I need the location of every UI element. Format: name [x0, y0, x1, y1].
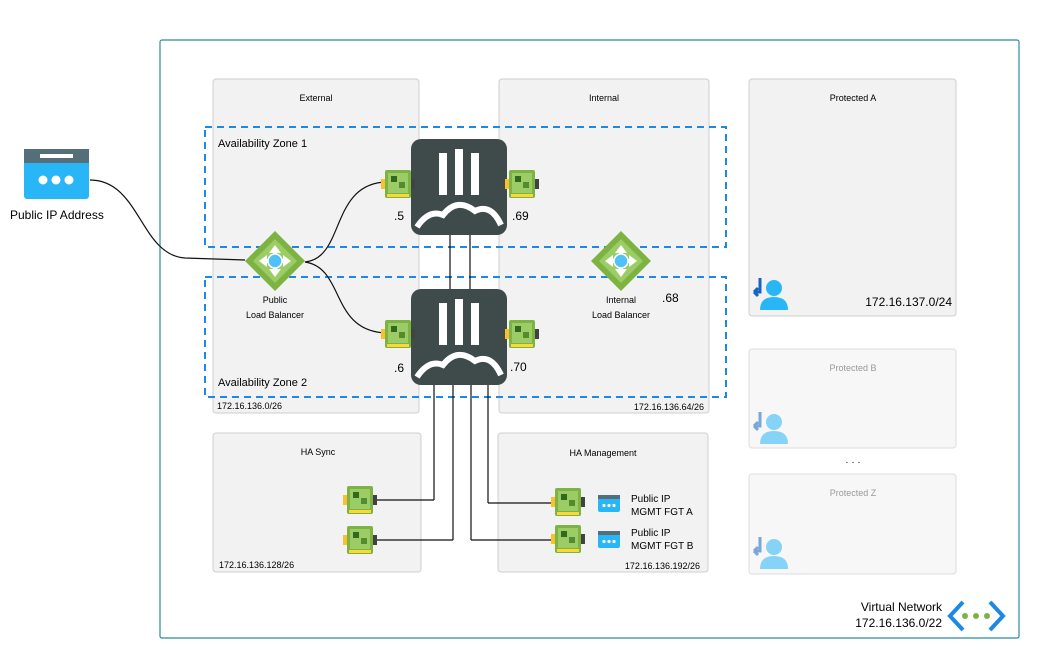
mgmt-public-ip-b-icon — [598, 531, 620, 548]
mgmt-a-line2: MGMT FGT A — [631, 507, 693, 518]
internal-lb-line2: Load Balancer — [592, 310, 650, 320]
ha-mgmt-nic-a-icon — [551, 488, 585, 516]
availability-zone-2 — [204, 276, 727, 398]
mgmt-b-line2: MGMT FGT B — [631, 541, 694, 552]
mgmt-public-ip-a-icon — [598, 495, 620, 512]
subnet-protected-z — [748, 473, 957, 575]
subnet-protected-b — [748, 348, 957, 449]
vnet-title: Virtual Network — [861, 600, 943, 614]
ha-management-title: HA Management — [569, 448, 637, 458]
fgt-b-external-ip: .6 — [394, 361, 404, 375]
internal-cidr: 172.16.136.64/26 — [634, 402, 704, 412]
vnet-cidr: 172.16.136.0/22 — [855, 616, 942, 630]
internal-title: Internal — [589, 93, 619, 103]
fgt-a-external-ip: .5 — [394, 209, 404, 223]
fgt-b-external-nic-icon — [381, 320, 415, 348]
mgmt-b-line1: Public IP — [631, 528, 671, 539]
subnet-protected-a — [748, 78, 957, 317]
ha-sync-cidr: 172.16.136.128/26 — [219, 560, 294, 570]
internal-lb-ip: .68 — [662, 291, 679, 305]
fgt-b-internal-ip: .70 — [510, 360, 527, 374]
fgt-a-internal-nic-icon — [505, 170, 539, 198]
ha-sync-nic-b-icon — [343, 526, 377, 554]
ha-sync-nic-a-icon — [343, 486, 377, 514]
public-lb-line2: Load Balancer — [246, 310, 304, 320]
protected-a-title: Protected A — [830, 93, 877, 103]
protected-z-title: Protected Z — [830, 488, 877, 498]
fortigate-b-icon — [411, 289, 507, 385]
public-ip-label: Public IP Address — [10, 208, 104, 222]
public-lb-line1: Public — [263, 295, 288, 305]
az1-label: Availability Zone 1 — [218, 138, 307, 150]
ha-mgmt-nic-b-icon — [551, 525, 585, 553]
public-ip-icon — [24, 149, 89, 199]
connections — [89, 179, 553, 541]
availability-zone-1 — [204, 126, 727, 248]
az2-label: Availability Zone 2 — [218, 377, 307, 389]
external-cidr: 172.16.136.0/26 — [217, 401, 282, 411]
internal-lb-line1: Internal — [606, 295, 636, 305]
ha-management-cidr: 172.16.136.192/26 — [625, 561, 700, 571]
protected-ellipsis: · · · — [845, 457, 861, 468]
protected-b-title: Protected B — [829, 363, 876, 373]
external-title: External — [299, 93, 332, 103]
fortigate-a-icon — [411, 139, 507, 235]
protected-a-cidr: 172.16.137.0/24 — [865, 295, 952, 309]
ha-sync-title: HA Sync — [301, 447, 336, 457]
fgt-b-internal-nic-icon — [505, 320, 539, 348]
mgmt-a-line1: Public IP — [631, 494, 671, 505]
fgt-a-internal-ip: .69 — [512, 209, 529, 223]
fgt-a-external-nic-icon — [381, 170, 415, 198]
virtual-network-icon — [947, 600, 1006, 632]
